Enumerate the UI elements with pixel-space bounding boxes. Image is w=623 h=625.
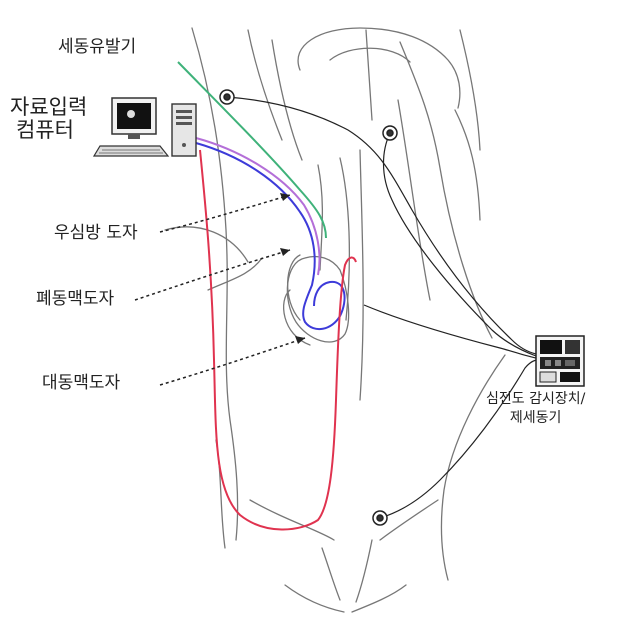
computer-label-line2: 컴퓨터 [10,119,87,142]
pointer-arrows [135,195,305,385]
body-outline [165,28,505,612]
red-catheter-line [200,150,356,530]
desktop-computer-icon [94,98,196,156]
computer-label-line1: 자료입력 [10,96,87,119]
monitor-label: 심전도 감시장치/ 제세동기 [486,392,585,427]
pa-catheter-label: 폐동맥도자 [36,290,114,309]
aorta-catheter-label: 대동맥도자 [42,374,120,393]
ecg-monitor-defibrillator-icon [536,336,584,386]
monitor-label-line1: 심전도 감시장치/ [486,392,585,407]
ra-catheter-label: 우심방 도자 [54,224,138,243]
monitor-label-line2: 제세동기 [486,407,585,426]
defibrillator-label: 세동유발기 [58,38,136,57]
computer-label: 자료입력 컴퓨터 [10,96,87,142]
